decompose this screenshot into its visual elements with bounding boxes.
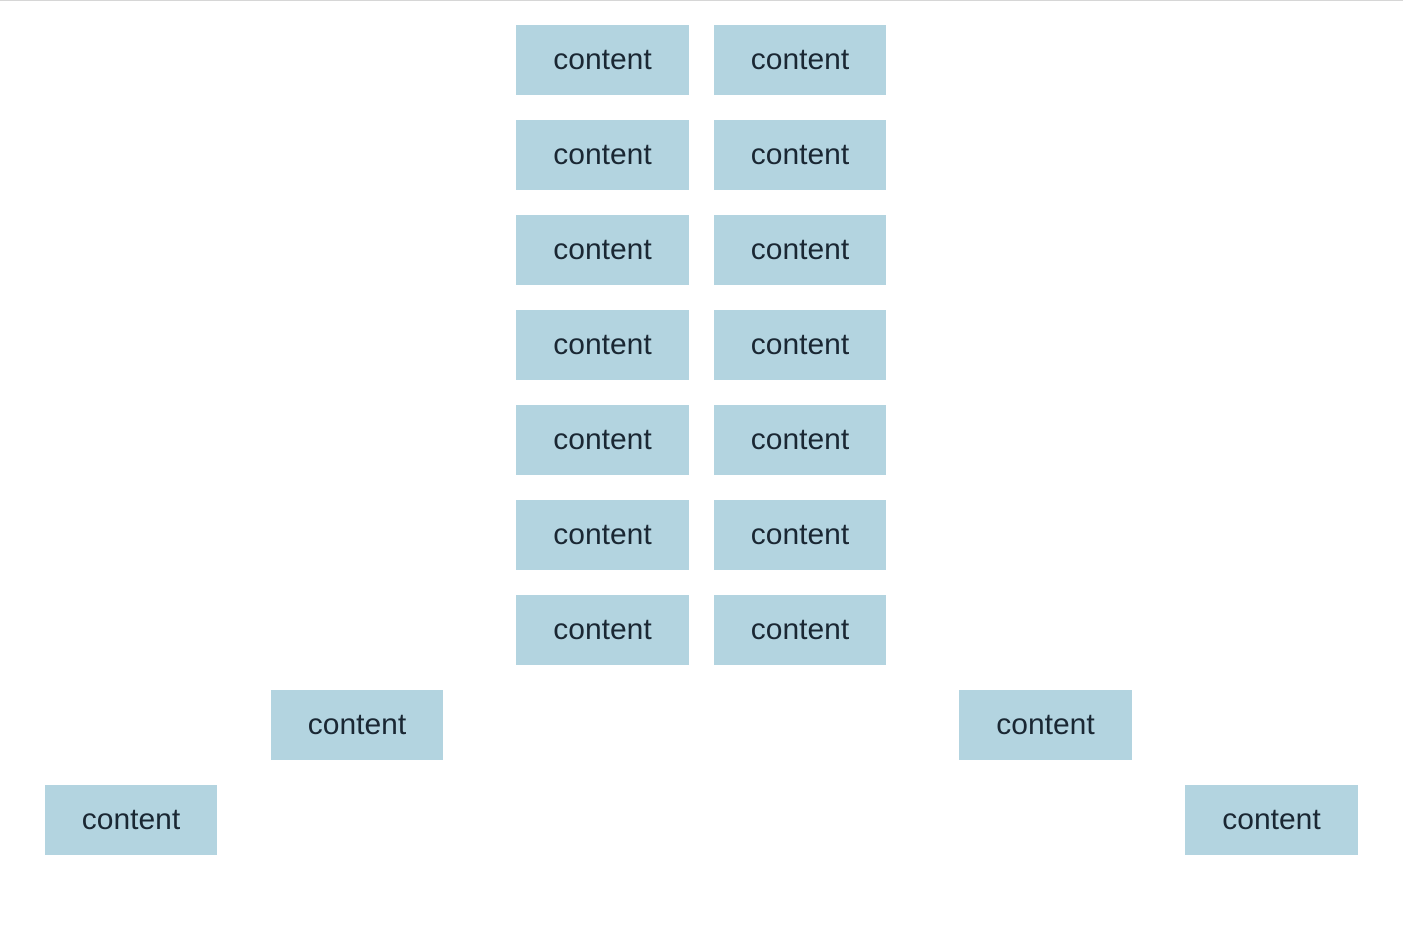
content-box-r3-left: content [516, 215, 689, 285]
content-box-r2-left: content [516, 120, 689, 190]
content-box-r7-left: content [516, 595, 689, 665]
content-box-r5-right: content [714, 405, 886, 475]
content-box-r2-right: content [714, 120, 886, 190]
content-box-r1-right: content [714, 25, 886, 95]
content-box-r4-left: content [516, 310, 689, 380]
content-box-r4-right: content [714, 310, 886, 380]
content-box-r1-left: content [516, 25, 689, 95]
top-divider [0, 0, 1403, 1]
content-box-r9-left: content [45, 785, 217, 855]
content-box-r9-right: content [1185, 785, 1358, 855]
content-box-r8-left: content [271, 690, 443, 760]
content-box-r5-left: content [516, 405, 689, 475]
content-box-r3-right: content [714, 215, 886, 285]
content-box-r6-right: content [714, 500, 886, 570]
content-box-r7-right: content [714, 595, 886, 665]
content-box-r6-left: content [516, 500, 689, 570]
content-box-r8-right: content [959, 690, 1132, 760]
